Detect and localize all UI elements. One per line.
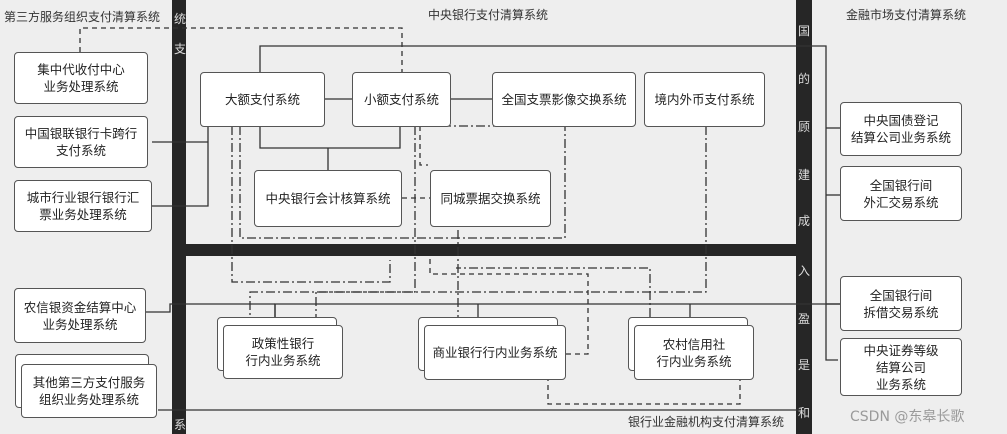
stray-glyph: 系 — [174, 418, 187, 432]
stray-glyph: 是 — [798, 358, 811, 372]
middle-divider — [186, 244, 796, 256]
financial-market-zone-title: 金融市场支付清算系统 — [846, 8, 967, 22]
fx-trading-box[interactable]: 全国银行间 外汇交易系统 — [840, 166, 962, 221]
pbc-accounting-box[interactable]: 中央银行会计核算系统 — [254, 170, 402, 227]
collection-dashed-line — [79, 27, 403, 72]
banking-zone-title: 银行业金融机构支付清算系统 — [628, 415, 785, 429]
hvps-policy-path — [231, 126, 391, 283]
stray-glyph: 成 — [798, 214, 811, 228]
right-divider — [796, 0, 812, 434]
rural-clearing-bus-line — [146, 303, 275, 313]
unionpay-box[interactable]: 中国银联银行卡跨行 支付系统 — [14, 116, 148, 168]
stray-glyph: 统 — [174, 12, 187, 26]
rural-coop-dashed-path — [547, 376, 741, 405]
other-third-party-box[interactable]: 其他第三方支付服务 组织业务处理系统 — [21, 364, 157, 418]
beps-commercial-path — [249, 126, 416, 317]
rural-credit-clearing-box[interactable]: 农信银资金结算中心 业务处理系统 — [14, 288, 146, 343]
accounting-line — [259, 126, 401, 149]
third-party-zone-title: 第三方服务组织支付清算系统 — [4, 10, 161, 24]
stray-glyph: 和 — [798, 406, 811, 420]
cheque-image-box[interactable]: 全国支票影像交换系统 — [492, 72, 636, 127]
fx-payment-box[interactable]: 境内外币支付系统 — [644, 72, 765, 127]
stray-glyph: 国 — [798, 24, 811, 38]
hvps-loop-line — [259, 45, 838, 361]
bond-depository-box[interactable]: 中央国债登记 结算公司业务系统 — [840, 102, 962, 156]
stray-glyph: 盈 — [798, 312, 811, 326]
interbank-lending-box[interactable]: 全国银行间 拆借交易系统 — [840, 276, 962, 331]
beps-local-dashed-line — [419, 126, 428, 166]
city-bank-draft-box[interactable]: 城市行业银行银行汇 票业务处理系统 — [14, 180, 152, 232]
stray-glyph: 入 — [798, 264, 811, 278]
beps-box[interactable]: 小额支付系统 — [352, 72, 451, 127]
stray-glyph: 顾 — [798, 120, 811, 134]
stray-glyph: 支 — [174, 42, 187, 56]
watermark: CSDN @东皋长歌 — [850, 409, 965, 425]
stray-glyph: 建 — [798, 168, 811, 182]
banking-bus-line — [274, 303, 840, 317]
hvps-settlement-path — [239, 125, 566, 239]
hvps-box[interactable]: 大额支付系统 — [200, 72, 325, 127]
commercial-bank-box[interactable]: 商业银行行内业务系统 — [424, 325, 566, 380]
local-clearing-box[interactable]: 同城票据交换系统 — [430, 170, 551, 227]
securities-depository-box[interactable]: 中央证券等级 结算公司 业务系统 — [840, 338, 962, 396]
left-divider — [172, 0, 186, 434]
rural-coop-fx-path — [456, 267, 651, 317]
rural-coop-box[interactable]: 农村信用社 行内业务系统 — [634, 325, 754, 380]
collection-center-box[interactable]: 集中代收付中心 业务处理系统 — [14, 52, 148, 104]
stray-glyph: 的 — [798, 72, 811, 86]
policy-bank-box[interactable]: 政策性银行 行内业务系统 — [223, 325, 343, 379]
central-bank-zone-title: 中央银行支付清算系统 — [428, 8, 549, 22]
fx-banking-path — [315, 126, 707, 317]
commercial-beps-dashed-path — [429, 258, 589, 355]
